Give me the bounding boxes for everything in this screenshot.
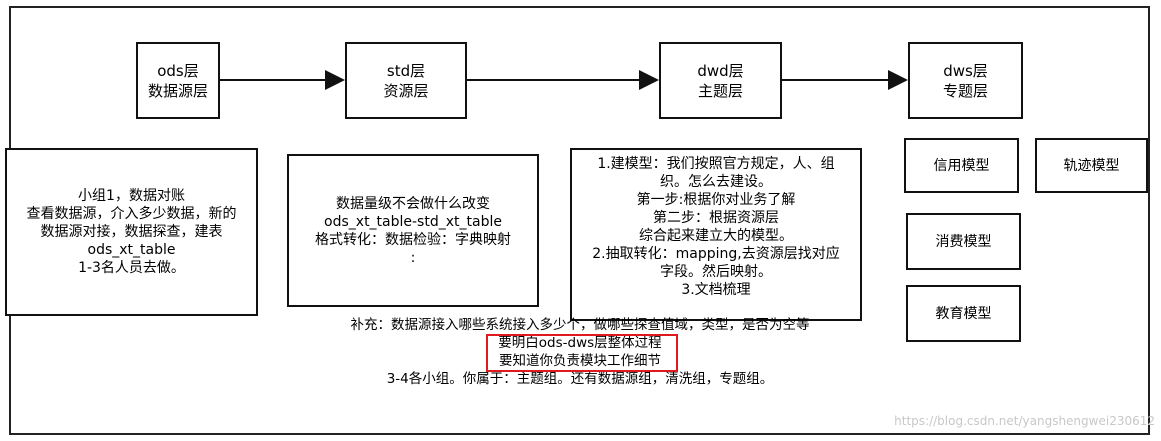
ods-detail-line: 1-3名人员去做。	[78, 260, 185, 276]
layer-name: dwd层	[697, 61, 744, 80]
dwd-detail-line: 第一步:根据你对业务了解	[636, 192, 796, 208]
layer-name: ods层	[157, 61, 199, 80]
watermark: https://blog.csdn.net/yangshengwei230612	[894, 414, 1155, 428]
ods-detail-line: ods_xt_table	[87, 242, 176, 258]
std-detail-line: ods_xt_table-std_xt_table	[324, 213, 502, 230]
groups-note: 3-4各小组。你属于：主题组。还有数据源组，清洗组，专题组。	[386, 371, 774, 387]
ods-detail-box: 小组1，数据对账 查看数据源，介入多少数据，新的 数据源对接，数据探查，建表 o…	[5, 148, 258, 316]
education-model-box: 教育模型	[906, 285, 1021, 342]
layer-desc: 数据源层	[147, 81, 208, 100]
supplement-note: 补充：数据源接入哪些系统接入多少个，做哪些探查值域，类型，是否为空等	[350, 317, 810, 333]
dwd-detail-line: 2.抽取转化：mapping,去资源层找对应	[592, 246, 840, 262]
highlight-note-2: 要知道你负责模块工作细节	[499, 353, 661, 369]
notes-block: 补充：数据源接入哪些系统接入多少个，做哪些探查值域，类型，是否为空等 要明白od…	[200, 316, 960, 388]
dwd-detail-line: 3.文档梳理	[681, 282, 751, 298]
model-label: 教育模型	[935, 305, 992, 322]
model-label: 消费模型	[935, 233, 992, 250]
layer-box-std: std层 资源层	[345, 42, 467, 119]
layer-name: dws层	[943, 61, 988, 80]
ods-detail-line: 小组1，数据对账	[78, 188, 185, 204]
consumption-model-box: 消费模型	[906, 213, 1021, 270]
std-detail-box: 数据量级不会做什么改变 ods_xt_table-std_xt_table 格式…	[287, 154, 539, 307]
std-detail-line: 数据量级不会做什么改变	[336, 195, 490, 212]
dwd-detail-box: 1.建模型：我们按照官方规定，人、组 织。怎么去建设。 第一步:根据你对业务了解…	[570, 148, 862, 321]
layer-name: std层	[386, 61, 426, 80]
std-detail-line: :	[410, 249, 416, 266]
ods-detail-line: 数据源对接，数据探查，建表	[40, 224, 223, 240]
highlight-box	[486, 334, 678, 372]
dwd-detail-line: 综合起来建立大的模型。	[639, 228, 793, 244]
layer-box-dwd: dwd层 主题层	[659, 42, 782, 119]
dwd-detail-line: 字段。然后映射。	[660, 264, 772, 280]
std-detail-line: 格式转化：数据检验：字典映射	[315, 231, 511, 248]
model-label: 轨迹模型	[1063, 157, 1120, 174]
layer-box-dws: dws层 专题层	[908, 42, 1023, 119]
trajectory-model-box: 轨迹模型	[1035, 138, 1148, 193]
layer-box-ods: ods层 数据源层	[136, 42, 220, 119]
layer-desc: 专题层	[942, 81, 988, 100]
ods-detail-line: 查看数据源，介入多少数据，新的	[26, 206, 237, 222]
layer-desc: 主题层	[697, 81, 743, 100]
dwd-detail-line: 1.建模型：我们按照官方规定，人、组	[597, 156, 835, 172]
dwd-detail-line: 第二步：根据资源层	[653, 210, 779, 226]
highlight-note-1: 要明白ods-dws层整体过程	[498, 335, 662, 351]
model-label: 信用模型	[933, 157, 990, 174]
layer-desc: 资源层	[383, 81, 429, 100]
credit-model-box: 信用模型	[904, 138, 1019, 193]
dwd-detail-line: 织。怎么去建设。	[660, 174, 772, 190]
